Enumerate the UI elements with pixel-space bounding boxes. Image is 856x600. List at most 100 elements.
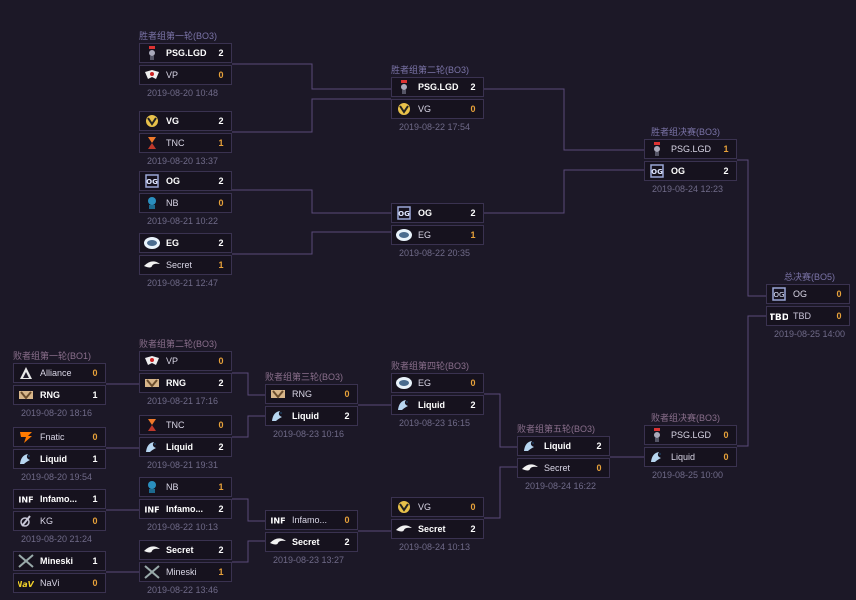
team-score: 0: [470, 104, 476, 114]
team-score: 0: [218, 70, 224, 80]
team-score: 2: [218, 116, 224, 126]
team-score: 1: [218, 482, 224, 492]
team-name: EG: [418, 378, 432, 388]
connector-line: [737, 159, 766, 297]
team-row[interactable]: VP 0: [139, 65, 232, 85]
team-name: Secret: [418, 524, 446, 534]
team-row[interactable]: VG 2: [139, 111, 232, 131]
round-title: 败者组第五轮(BO3): [517, 424, 596, 434]
navi-icon: NaVi: [17, 576, 35, 590]
secret-icon: [395, 522, 413, 536]
connector-line: [737, 315, 766, 447]
team-score: 2: [218, 442, 224, 452]
team-name: Liquid: [544, 441, 571, 451]
team-name: OG: [166, 176, 181, 186]
team-score: 1: [218, 260, 224, 270]
match-date: 2019-08-23 13:27: [273, 555, 345, 565]
team-name: Mineski: [166, 567, 197, 577]
team-score: 1: [92, 556, 98, 566]
team-name: VP: [166, 70, 179, 80]
team-row[interactable]: Liquid 2: [517, 436, 610, 456]
connector-line: [484, 393, 517, 448]
vg-icon: [143, 114, 161, 128]
match-date: 2019-08-21 10:22: [147, 216, 219, 226]
connector-line: [484, 466, 517, 519]
team-name: VG: [166, 116, 180, 126]
match-date: 2019-08-22 17:54: [399, 122, 471, 132]
team-row[interactable]: NaViNaVi0: [13, 573, 106, 593]
match-date: 2019-08-21 17:16: [147, 396, 219, 406]
fnatic-icon: [17, 430, 35, 444]
match-date: 2019-08-24 12:23: [652, 184, 724, 194]
tbd-icon: TBD: [770, 309, 788, 323]
nb-icon: [143, 480, 161, 494]
team-name: Alliance: [40, 368, 72, 378]
team-name: PSG.LGD: [671, 430, 712, 440]
team-score: 0: [218, 198, 224, 208]
eg-icon: [395, 376, 413, 390]
lgd-icon: [648, 428, 666, 442]
rng-icon: [17, 388, 35, 402]
team-row[interactable]: VG 0: [391, 497, 484, 517]
mineski-icon: [143, 565, 161, 579]
team-score: 2: [596, 441, 602, 451]
team-name: Secret: [544, 463, 571, 473]
og-icon: OG: [395, 206, 413, 220]
team-score: 0: [92, 516, 98, 526]
team-score: 1: [92, 494, 98, 504]
match-date: 2019-08-24 10:13: [399, 542, 471, 552]
round-title: 胜者组决赛(BO3): [651, 127, 721, 137]
vg-icon: [395, 102, 413, 116]
match-date: 2019-08-20 19:54: [21, 472, 93, 482]
team-score: 2: [218, 176, 224, 186]
connector-line: [484, 88, 644, 151]
round-title: 总决赛(BO5): [784, 272, 836, 282]
team-name: VG: [418, 502, 432, 512]
secret-icon: [521, 461, 539, 475]
match-date: 2019-08-22 13:46: [147, 585, 219, 595]
team-score: 0: [470, 502, 476, 512]
team-score: 2: [470, 82, 476, 92]
team-name: PSG.LGD: [671, 144, 712, 154]
